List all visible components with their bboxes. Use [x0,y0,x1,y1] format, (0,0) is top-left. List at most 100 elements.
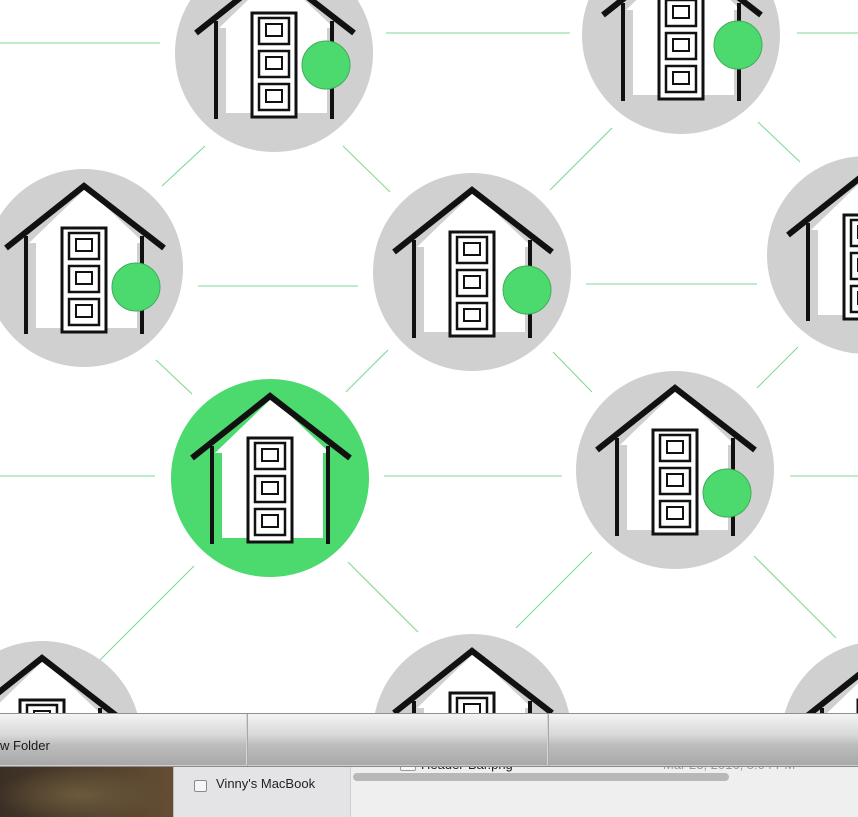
network-node [373,173,571,371]
finder-toolbar: w Folder [0,713,858,767]
network-node [0,169,183,367]
house-roof [4,182,166,251]
green-status-dot [301,40,351,90]
house-roof [190,392,352,461]
drawer-handle [261,448,279,462]
network-node [582,0,780,134]
macbook-device-icon [194,780,207,792]
network-link [342,145,391,193]
house-with-cabinet-drawers-icon [190,392,352,544]
network-link [756,346,799,389]
green-status-dot [702,468,752,518]
scrollbar-thumb[interactable] [353,773,729,781]
house-roof [0,654,118,713]
cabinet-drawer [257,49,291,79]
drawer-handle [261,481,279,495]
cabinet-drawer [658,433,692,463]
green-status-dot [111,262,161,312]
network-node [576,371,774,569]
drawer-handle [666,473,684,487]
network-link [515,551,593,629]
sidebar-item-macbook[interactable]: Vinny's MacBook [216,776,316,791]
network-graph [0,0,858,713]
cabinet-drawer [849,218,858,248]
cabinet-drawer [67,264,101,294]
cabinet-drawer [455,301,489,331]
cabinet-drawer [849,251,858,281]
new-folder-button[interactable]: w Folder [0,738,50,753]
network-graph-canvas [0,0,858,713]
house-roof [194,0,356,36]
drawer-handle [672,71,690,85]
finder-sidebar: Vinny's MacBook [174,765,351,817]
drawer-handle [75,271,93,285]
cabinet-drawer [253,474,287,504]
network-node [0,641,138,713]
network-node [784,643,858,713]
drawer-handle [261,514,279,528]
drawer-handle [666,506,684,520]
cabinet-drawer [455,268,489,298]
network-links [0,32,858,665]
network-link [155,359,193,395]
drawer-handle [265,56,283,70]
network-link [552,351,593,393]
network-node [375,634,569,713]
house-roof [392,647,554,713]
house-roof [805,671,858,713]
drawer-handle [463,275,481,289]
house-with-cabinet-drawers-icon [601,0,763,101]
drawer-handle [672,38,690,52]
cabinet-drawer [664,0,698,28]
cabinet-drawer [455,696,489,713]
network-node-active [171,379,369,577]
network-link [347,561,419,633]
drawer-handle [666,440,684,454]
house-roof [595,384,757,453]
cabinet-drawer [664,64,698,94]
node-circle [784,643,858,713]
toolbar-divider [547,714,548,766]
house-with-cabinet-drawers-icon [0,654,118,713]
house-with-cabinet-drawers-icon [392,186,554,338]
cabinet-drawer [253,441,287,471]
house-with-cabinet-drawers-icon [194,0,356,119]
drawer-handle [463,242,481,256]
network-link [345,349,389,393]
drawer-handle [463,703,481,713]
drawer-handle [265,23,283,37]
cabinet-drawer [257,82,291,112]
cabinet [18,698,66,713]
cabinet-drawer [257,16,291,46]
cabinet-drawer [455,235,489,265]
house-body [417,653,532,713]
cabinet-drawer [664,31,698,61]
network-link [549,127,613,191]
network-node [175,0,373,152]
drawer-handle [75,304,93,318]
network-node [767,156,858,354]
cabinet-drawer [25,703,59,713]
house-with-cabinet-drawers-icon [786,175,858,321]
drawer-handle [463,308,481,322]
drawer-handle [33,710,51,713]
cabinet-drawer [658,466,692,496]
toolbar-divider [246,714,247,766]
network-link [95,565,195,665]
network-link [753,555,837,639]
network-link [161,145,206,187]
network-link [757,121,801,163]
finder-window: Vinny's MacBook Header-Bar.png Mar 23, 2… [173,755,858,817]
drawer-handle [75,238,93,252]
green-status-dot [502,265,552,315]
cabinet-drawer [849,284,858,314]
house-roof [786,175,858,238]
house-with-cabinet-drawers-icon [392,647,554,713]
horizontal-scrollbar[interactable] [353,773,858,782]
green-status-dot [713,20,763,70]
drawer-handle [265,89,283,103]
cabinet-drawer [67,297,101,327]
drawer-handle [672,5,690,19]
cabinet-drawer [253,507,287,537]
cabinet-drawer [658,499,692,529]
